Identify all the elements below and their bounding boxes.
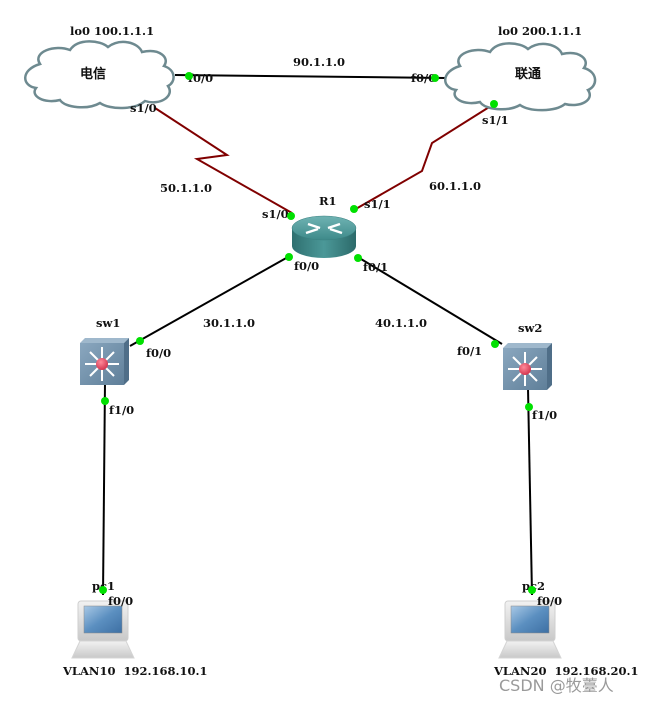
cloud-icon [24,40,175,110]
link-unicom-r1-serial[interactable] [353,103,495,211]
cloud-unicom-loopback: lo0 200.1.1.1 [498,24,582,38]
port-up-dot [287,212,295,220]
switch-sw1-label: sw1 [96,316,120,330]
port-up-dot [185,72,193,80]
port-label: s1/1 [482,113,509,127]
router-r1[interactable]: R1 [291,194,357,258]
port-label: f0/0 [411,71,436,85]
pc-pc2[interactable]: pc2 VLAN20 192.168.20.1 [493,579,638,678]
port-label: s1/1 [364,197,391,211]
network-label: 30.1.1.0 [203,316,255,330]
network-label: 40.1.1.0 [375,316,427,330]
port-label: f0/0 [146,346,171,360]
port-up-dot [136,337,144,345]
port-up-dot [99,586,107,594]
port-up-dot [490,100,498,108]
port-up-dot [354,254,362,262]
link-sw1-pc1[interactable] [102,381,106,596]
link-sw2-pc2[interactable] [527,387,533,596]
port-up-dot [101,397,109,405]
port-label: s1/0 [262,207,289,221]
network-label: 90.1.1.0 [293,55,345,69]
network-label: 50.1.1.0 [160,181,212,195]
cloud-telecom[interactable]: 电信 lo0 100.1.1.1 [24,24,175,110]
port-up-dot [491,340,499,348]
port-label: f1/0 [109,403,134,417]
port-label: f1/0 [532,408,557,422]
cloud-telecom-label: 电信 [80,66,106,82]
link-telecom-r1-serial[interactable] [154,107,293,214]
cloud-unicom[interactable]: 联通 lo0 200.1.1.1 [444,24,597,112]
port-status-dots [99,72,536,594]
computer-icon [71,600,135,659]
port-up-dot [525,403,533,411]
link-telecom-unicom[interactable] [174,74,446,79]
network-label: 60.1.1.0 [429,179,481,193]
port-label: f0/0 [294,259,319,273]
link-r1-sw1[interactable] [129,256,289,347]
switch-icon [80,338,129,385]
pc2-label: pc2 [522,579,545,593]
switch-sw2[interactable]: sw2 [503,321,552,390]
cloud-unicom-label: 联通 [515,66,541,82]
cloud-telecom-loopback: lo0 100.1.1.1 [70,24,154,38]
router-label: R1 [319,194,337,208]
cloud-icon [444,42,597,112]
port-label: f0/1 [363,260,388,274]
link-r1-sw2[interactable] [355,255,503,345]
switch-sw1[interactable]: sw1 [80,316,129,385]
pc2-address: VLAN20 192.168.20.1 [493,664,638,678]
switch-icon [503,343,552,390]
pc-pc1[interactable]: pc1 VLAN10 192.168.10.1 [62,579,207,678]
port-label: f0/0 [108,594,133,608]
switch-sw2-label: sw2 [518,321,542,335]
port-label: f0/0 [188,71,213,85]
port-up-dot [285,253,293,261]
pc1-label: pc1 [92,579,115,593]
port-label: f0/1 [457,344,482,358]
pc1-address: VLAN10 192.168.10.1 [62,664,207,678]
port-up-dot [431,74,439,82]
port-up-dot [528,586,536,594]
port-label: f0/0 [537,594,562,608]
port-up-dot [350,205,358,213]
port-label: s1/0 [130,101,157,115]
watermark: CSDN @牧薹人 [499,676,614,695]
router-arrows-icon [305,222,343,235]
computer-icon [498,600,562,659]
